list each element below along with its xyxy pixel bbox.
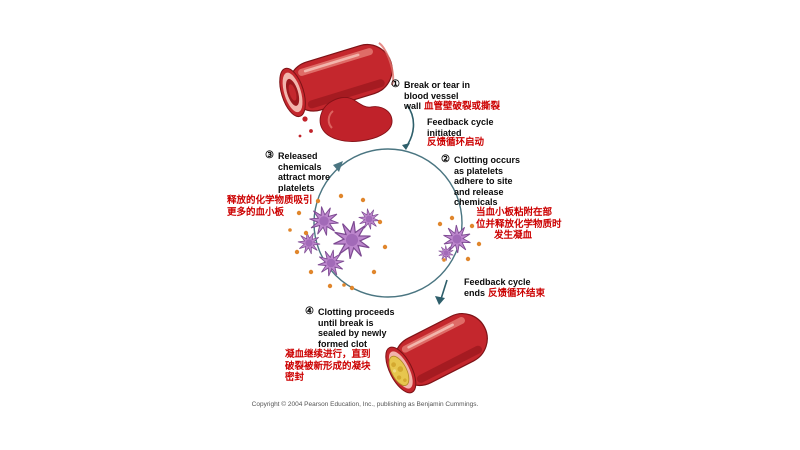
cycle-direction-arrowhead: [333, 161, 343, 172]
label-line: 更多的血小板: [227, 206, 285, 218]
label-line: initiated: [427, 127, 462, 138]
feedback-initiated-arrow: [402, 104, 415, 150]
step-number: ①: [391, 79, 400, 90]
blood-spill: [298, 96, 393, 142]
step-3-label: ③ Released chemicals attract more platel…: [265, 150, 331, 193]
label-line: Clotting proceeds: [318, 307, 395, 317]
platelet-icon: [329, 217, 375, 263]
copyright-notice: Copyright © 2004 Pearson Education, Inc.…: [251, 401, 479, 408]
label-line: Break or tear in: [404, 80, 471, 90]
label-line: adhere to site: [454, 176, 513, 186]
step-2-label: ② Clotting occurs as platelets adhere to…: [441, 154, 521, 208]
feedback-ends-chinese: 反馈循环结束: [488, 287, 546, 299]
torn-vessel-illustration: [279, 42, 395, 142]
label-line: 释放的化学物质吸引: [227, 195, 313, 206]
label-line: 密封: [285, 372, 305, 383]
step-4-label: ④ Clotting proceeds until break is seale…: [305, 306, 395, 349]
label-line: 发生凝血: [494, 230, 533, 241]
label-line: formed clot: [318, 338, 368, 349]
label-line: Feedback cycle: [464, 277, 531, 287]
label-line: and release: [454, 186, 504, 197]
label-line: ends: [464, 287, 486, 298]
label-line: as platelets: [454, 165, 504, 176]
chemical-dots: [288, 193, 482, 291]
label-line: platelets: [278, 182, 315, 193]
label-line: attract more: [278, 172, 331, 182]
label-line: chemicals: [278, 161, 322, 172]
label-line: 破裂被新形成的凝块: [285, 360, 371, 372]
label-line: chemicals: [454, 197, 498, 207]
step-number: ②: [441, 154, 450, 165]
feedback-cycle-circle: [313, 148, 463, 298]
label-line: Released: [278, 151, 318, 161]
step-1-chinese: 血管壁破裂或撕裂: [424, 101, 501, 112]
step-number: ④: [305, 306, 314, 317]
label-line: 凝血继续进行，直到: [285, 349, 371, 360]
feedback-initiated-chinese: 反馈循环启动: [427, 137, 485, 148]
step-number: ③: [265, 150, 274, 161]
feedback-ends-arrow: [435, 279, 448, 305]
clot: [388, 355, 410, 386]
clotted-vessel-illustration: [385, 313, 488, 394]
platelet-adhering: [435, 222, 475, 263]
label-line: 当血小板粘附在部: [476, 207, 553, 218]
label-line: 位并释放化学物质时: [476, 218, 562, 230]
feedback-initiated-label: Feedback cycle initiated 反馈循环启动: [427, 117, 494, 149]
step-3-chinese: 释放的化学物质吸引 更多的血小板: [227, 195, 313, 218]
label-line: Clotting occurs: [454, 155, 521, 165]
step-2-chinese: 当血小板粘附在部 位并释放化学物质时 发生凝血: [476, 207, 562, 242]
step-4-chinese: 凝血继续进行，直到 破裂被新形成的凝块 密封: [285, 349, 371, 384]
label-line: until break is: [318, 317, 374, 328]
label-line: Feedback cycle: [427, 117, 494, 127]
label-line: blood vessel: [404, 90, 459, 101]
label-line: sealed by newly: [318, 328, 387, 338]
label-line: wall: [404, 101, 422, 111]
platelet-icon: [354, 204, 384, 234]
